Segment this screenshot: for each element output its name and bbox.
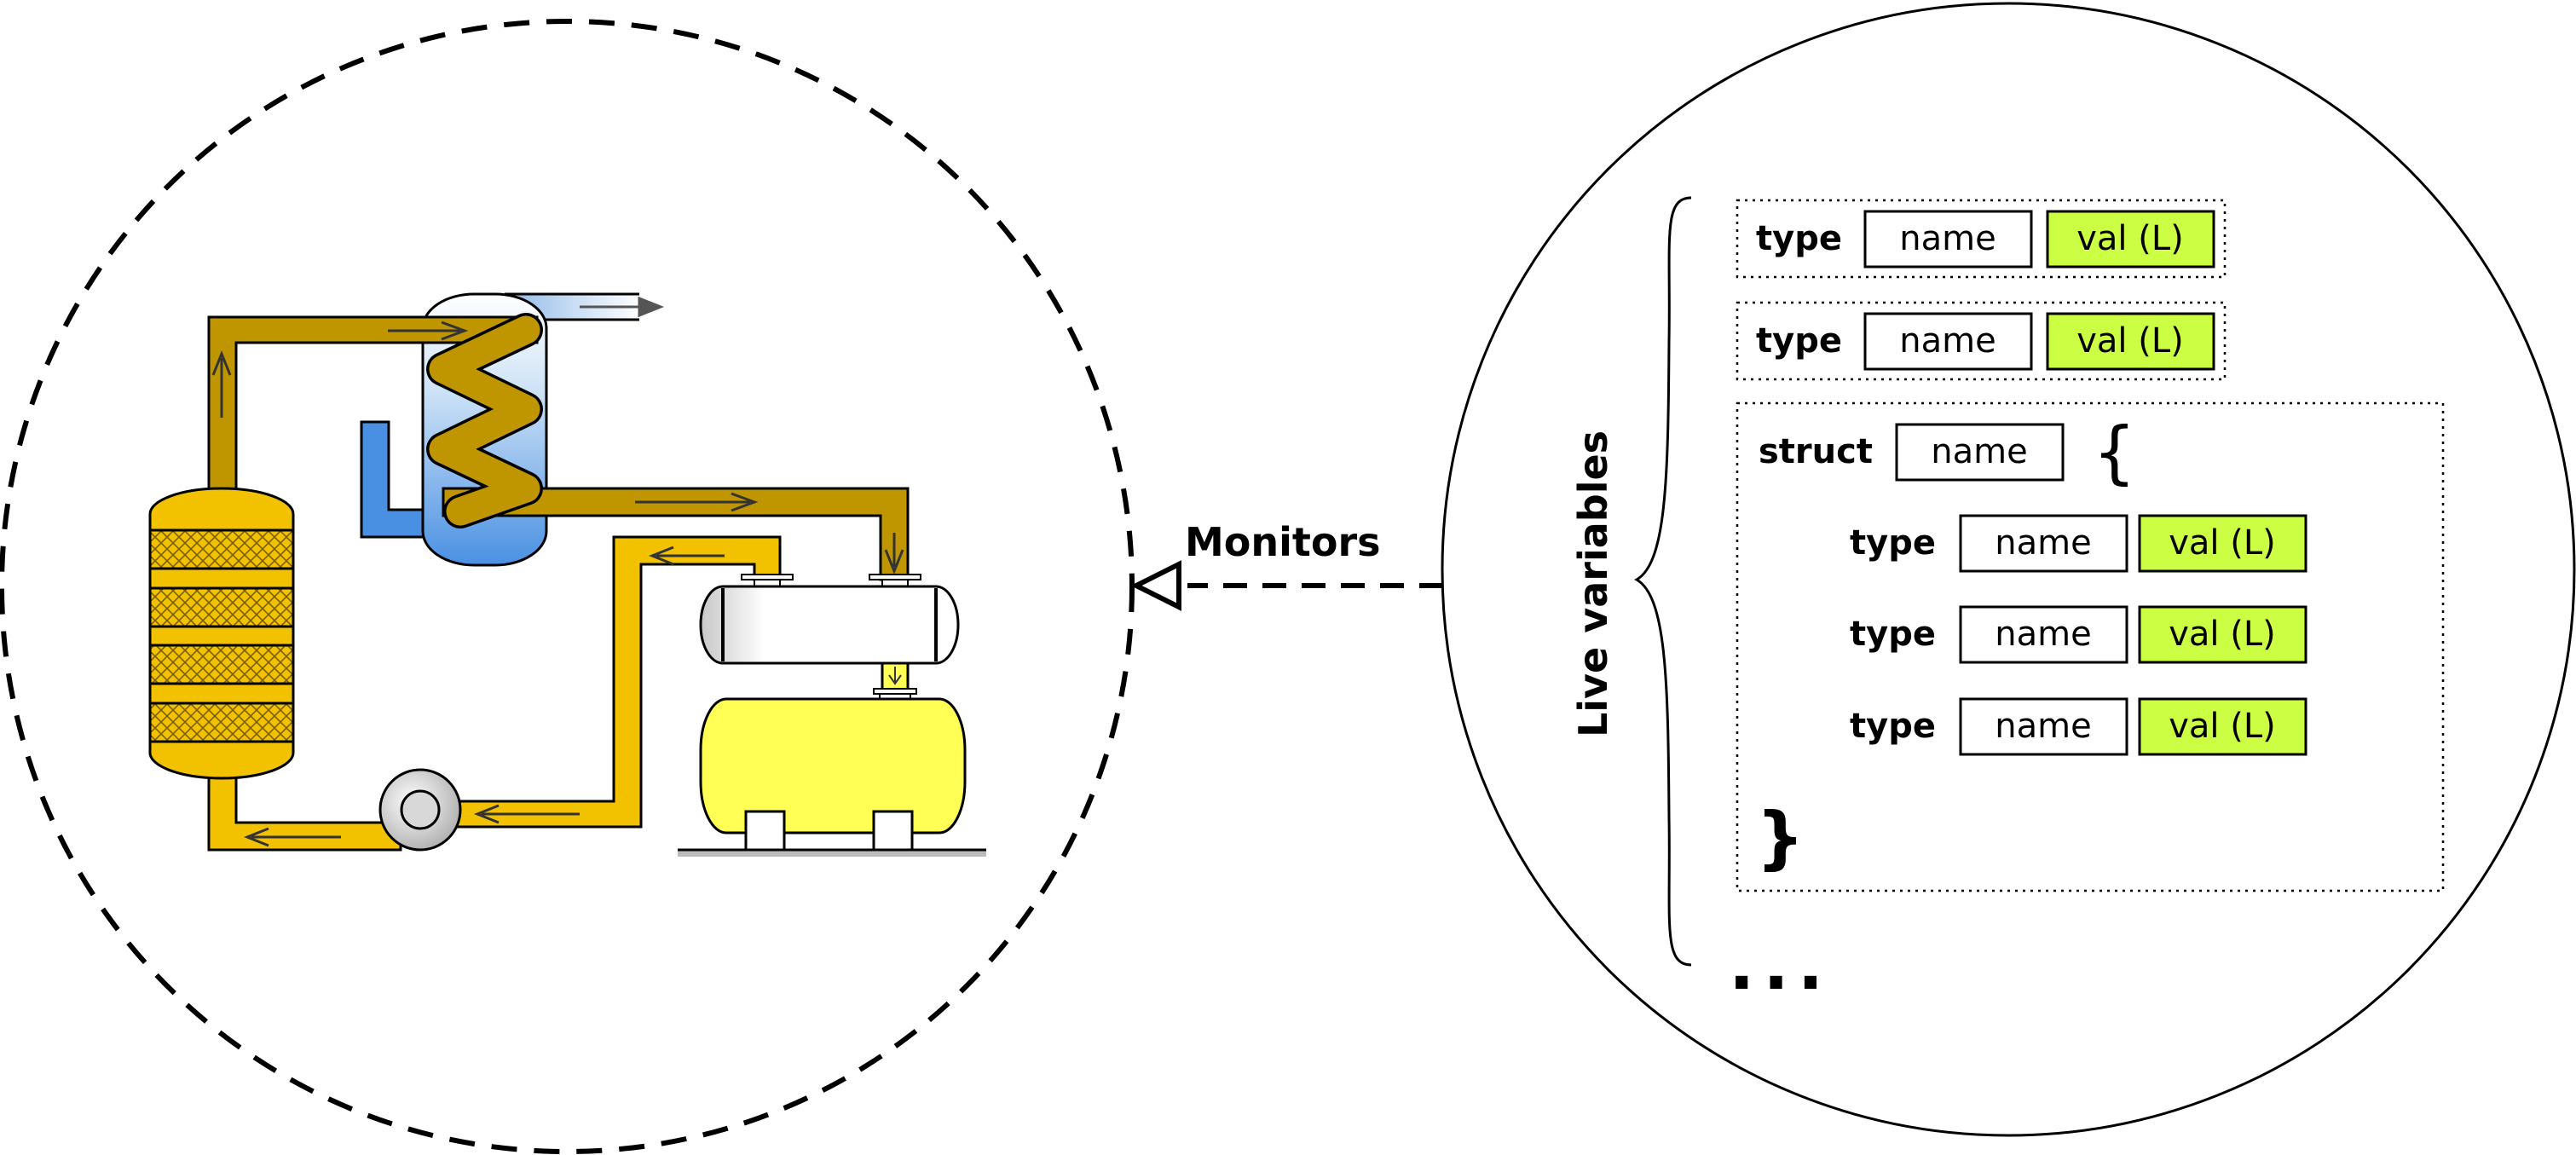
value-text: val (L)	[2169, 615, 2276, 654]
reflux-drum	[699, 585, 960, 665]
name-box	[1959, 697, 2128, 756]
vent-arrow	[580, 296, 665, 318]
value-box	[2046, 210, 2215, 269]
struct-member-2: type name val (L)	[1850, 605, 2307, 664]
variable-row-1: type name val (L)	[1736, 199, 2227, 279]
name-box	[1863, 312, 2033, 371]
cooler-drain	[360, 420, 432, 539]
packing-bed-2	[148, 586, 295, 628]
struct-frame	[1736, 401, 2445, 892]
live-variables-label: Live variables	[1570, 430, 1616, 737]
variable-row-2-frame	[1736, 301, 2227, 381]
value-box	[2138, 697, 2307, 756]
type-label: type	[1850, 615, 1936, 654]
packing-bed-1	[148, 528, 295, 570]
type-label: type	[1850, 707, 1936, 746]
type-label: type	[1756, 219, 1842, 258]
value-text: val (L)	[2076, 219, 2184, 258]
product-tank	[699, 697, 967, 834]
type-label: type	[1756, 321, 1842, 361]
bottoms-pipe	[207, 774, 402, 852]
live-variables-circle	[1441, 2, 2576, 1137]
packing-bed-4	[148, 702, 295, 743]
name-value: name	[1995, 707, 2091, 746]
name-value: name	[1995, 615, 2091, 654]
value-text: val (L)	[2169, 523, 2276, 563]
tank-support-right	[872, 810, 914, 852]
struct-member-1: type name val (L)	[1850, 514, 2307, 573]
variable-row-1-frame	[1736, 199, 2227, 279]
process-schematic	[148, 292, 986, 857]
value-box	[2138, 605, 2307, 664]
value-box	[2046, 312, 2215, 371]
struct-keyword: struct	[1759, 432, 1873, 471]
struct-name-value: name	[1931, 432, 2027, 471]
struct-member-3: type name val (L)	[1850, 697, 2307, 756]
tank-support-left	[744, 810, 786, 852]
name-box	[1863, 210, 2033, 269]
variable-row-2: type name val (L)	[1736, 301, 2227, 381]
value-box	[2138, 514, 2307, 573]
ellipsis: ...	[1729, 926, 1832, 1005]
packing-bed-3	[148, 644, 295, 685]
ground	[678, 850, 986, 857]
type-label: type	[1850, 523, 1936, 563]
name-value: name	[1899, 219, 1996, 258]
struct-name-box	[1895, 423, 2065, 482]
struct-close-brace: }	[1756, 798, 1805, 877]
name-box	[1959, 514, 2128, 573]
live-variables-brace	[1633, 196, 1692, 967]
value-text: val (L)	[2076, 321, 2184, 361]
name-value: name	[1899, 321, 1996, 361]
monitors-label: Monitors	[1185, 519, 1381, 565]
process-boundary-circle	[0, 19, 1135, 1154]
struct-block: struct name { type name val (L) type nam…	[1736, 401, 2445, 892]
name-value: name	[1995, 523, 2091, 563]
name-box	[1959, 605, 2128, 664]
value-text: val (L)	[2169, 707, 2276, 746]
monitors-arrowhead	[1130, 560, 1181, 611]
struct-open-brace: {	[2093, 413, 2136, 492]
